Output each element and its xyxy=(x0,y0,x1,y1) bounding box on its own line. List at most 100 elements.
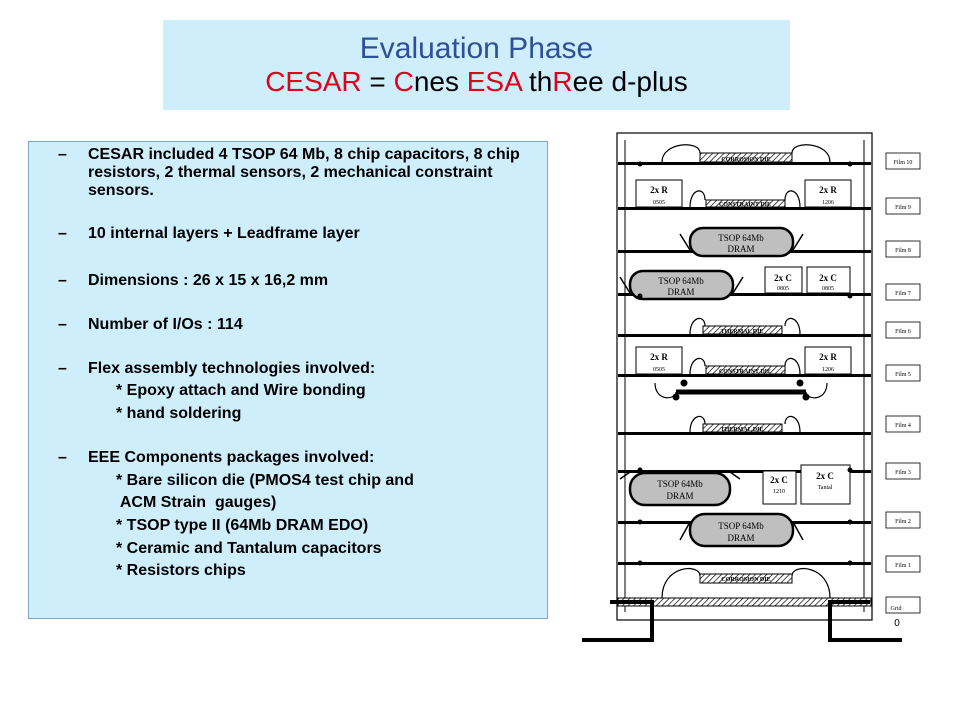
bullet-text: 10 internal layers + Leadframe layer xyxy=(88,225,360,242)
resistor-label: 2x R xyxy=(819,352,837,362)
tsop-labels: TSOP 64Mb DRAM TSOP 64Mb DRAM TSOP 64Mb … xyxy=(657,233,764,543)
resistor-size: 0505 xyxy=(653,367,665,373)
die-label: CORROSION DIE xyxy=(721,577,770,583)
film-label-box xyxy=(885,283,921,301)
resistor-size: 1206 xyxy=(822,367,834,373)
resistor-size: 1206 xyxy=(822,200,834,206)
film-layer xyxy=(618,432,871,435)
film-layer xyxy=(618,207,871,210)
bullet-subtext: * Bare silicon die (PMOS4 test chip and xyxy=(116,472,414,489)
film-label: Film 8 xyxy=(895,248,911,254)
tsop-label: TSOP 64Mb xyxy=(658,276,704,286)
capacitor-chip xyxy=(806,266,851,294)
film-label-box xyxy=(885,511,921,529)
wire-bond xyxy=(791,144,831,163)
tsop-label: DRAM xyxy=(727,244,754,254)
wire-bond xyxy=(689,357,706,375)
leadframe-legs xyxy=(582,600,902,642)
film-layer xyxy=(618,334,871,337)
film-layer xyxy=(618,470,871,473)
tsop-packages xyxy=(628,226,795,548)
wire-bond xyxy=(784,357,801,375)
die-label: CONSTRAINT DIE xyxy=(719,202,771,208)
thermal-die xyxy=(702,325,783,335)
capacitor-type: Tantal xyxy=(818,485,833,491)
bullet-subtext: * Resistors chips xyxy=(116,562,246,579)
solder-joint xyxy=(672,393,680,401)
leadframe-leg xyxy=(828,600,902,642)
tsop-label: TSOP 64Mb xyxy=(657,479,703,489)
solder-joint xyxy=(637,467,643,473)
bullet-subtext: ACM Strain gauges) xyxy=(116,494,277,511)
bare-dies xyxy=(699,152,793,584)
die-label: CONSTRAINT DIE xyxy=(719,369,771,375)
bullet-text: EEE Components packages involved: xyxy=(88,449,375,466)
thermal-die xyxy=(702,423,783,433)
bullet-text: Number of I/Os : 114 xyxy=(88,316,243,333)
bullet-subtext: * Epoxy attach and Wire bonding xyxy=(116,382,366,399)
solder-joint xyxy=(637,519,643,525)
film-layer xyxy=(618,162,871,165)
subtitle-part: nes xyxy=(413,66,467,97)
resistor-chips xyxy=(635,179,852,375)
subtitle-part: ESA xyxy=(466,66,522,97)
subtitle-part: CESAR xyxy=(265,66,362,97)
tsop-lead xyxy=(619,471,631,480)
capacitor-label: 2x C xyxy=(816,471,834,481)
solder-joint xyxy=(847,560,853,566)
solder-joint xyxy=(847,467,853,473)
bullet-subtext: * hand soldering xyxy=(116,405,242,422)
solder-joints xyxy=(637,161,853,566)
tsop-label: DRAM xyxy=(727,533,754,543)
capacitor-label: 2x C xyxy=(770,475,788,485)
die-label: THERMAL DIE xyxy=(721,329,764,335)
solder-joint xyxy=(637,293,643,299)
bullet-dash: – xyxy=(58,360,67,377)
wire-bond xyxy=(661,568,701,599)
subtitle-part: = xyxy=(361,66,394,97)
tsop-lead xyxy=(792,233,804,251)
film-layer xyxy=(618,374,871,377)
film-label: Film 3 xyxy=(895,470,911,476)
wire-bond xyxy=(689,415,706,433)
tsop-package xyxy=(628,269,735,301)
bullet-text: CESAR included 4 TSOP 64 Mb, 8 chip capa… xyxy=(88,146,520,199)
bullet-dash: – xyxy=(58,316,67,333)
page-title: Evaluation Phase xyxy=(359,32,594,65)
resistor-label: 2x R xyxy=(650,185,668,195)
bullet-text: Flex assembly technologies involved: xyxy=(88,360,376,377)
film-layer xyxy=(618,562,871,565)
film-label-box xyxy=(885,415,921,433)
film-label-box xyxy=(885,321,921,339)
die-label: THERMAL DIE xyxy=(721,427,764,433)
capacitor-size: 0805 xyxy=(777,286,789,292)
tsop-package xyxy=(628,471,732,507)
resistor-chip xyxy=(635,346,683,375)
resistor-labels: 2x R 0505 2x R 1206 2x R 0505 2x R 1206 xyxy=(650,185,837,373)
wire-bond xyxy=(791,568,831,599)
solder-joint xyxy=(847,519,853,525)
bullet-text: Dimensions : 26 x 15 x 16,2 mm xyxy=(88,272,329,289)
resistor-chip xyxy=(804,346,852,375)
wire-bond xyxy=(784,415,801,433)
wire-bond xyxy=(689,190,706,208)
solder-joint xyxy=(796,379,804,387)
solder-joint xyxy=(847,161,853,167)
bullet-dash: – xyxy=(58,449,67,466)
film-label: Film 7 xyxy=(895,291,911,297)
capacitor-chips xyxy=(762,266,851,505)
solder-joint xyxy=(637,161,643,167)
resistor-label: 2x R xyxy=(819,185,837,195)
tsop-leads xyxy=(619,233,804,541)
corrosion-die xyxy=(699,573,793,584)
bullet-subtext: * Ceramic and Tantalum capacitors xyxy=(116,540,382,557)
wire-bond xyxy=(689,317,706,335)
film-label-box xyxy=(885,197,921,215)
film-layer xyxy=(618,293,871,296)
capacitor-labels: 2x C 0805 2x C 0805 2x C 1210 2x C Tanta… xyxy=(770,273,837,495)
film-label: Film 6 xyxy=(895,329,911,335)
grid-number: 0 xyxy=(894,618,900,629)
film-label: Film 10 xyxy=(894,160,913,166)
bullet-dash: – xyxy=(58,225,67,242)
